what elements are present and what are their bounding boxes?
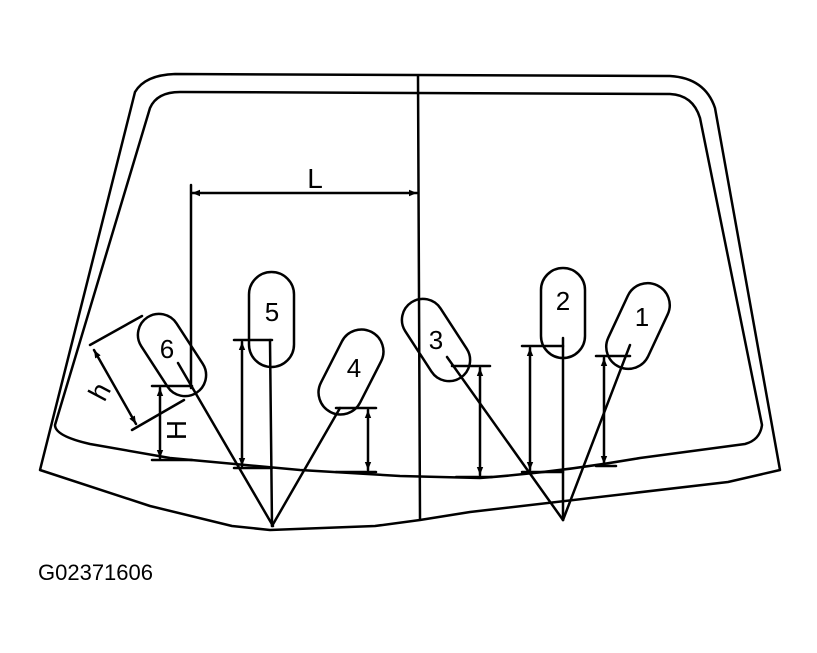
nozzle-label-4: 4 [347,353,361,383]
height-dimension-label: H [161,420,192,440]
nozzle-label-6: 6 [160,334,174,364]
nozzle-label-2: 2 [556,286,570,316]
nozzle-label-1: 1 [635,302,649,332]
center-line [416,74,422,521]
nozzle-3-spray-line [445,355,565,522]
nozzle-1-spray-line [561,343,632,522]
nozzle-label-3: 3 [429,325,443,355]
windshield-outer-edge [38,72,782,532]
nozzle-4-spray-line [270,406,342,528]
length-dimension-label: L [307,163,323,194]
nozzle-6-spray-line [176,361,275,528]
nozzle-label-5: 5 [265,297,279,327]
windshield-inner-edge [53,90,764,480]
nozzle-4-outline [317,328,385,416]
offset-extension-2 [130,398,186,432]
offset-extension-1 [88,314,144,347]
figure-code: G02371606 [38,560,153,585]
nozzle-1-outline [605,281,671,371]
offset-dimension-line [92,348,138,426]
nozzle-5-spray-line [268,338,274,528]
